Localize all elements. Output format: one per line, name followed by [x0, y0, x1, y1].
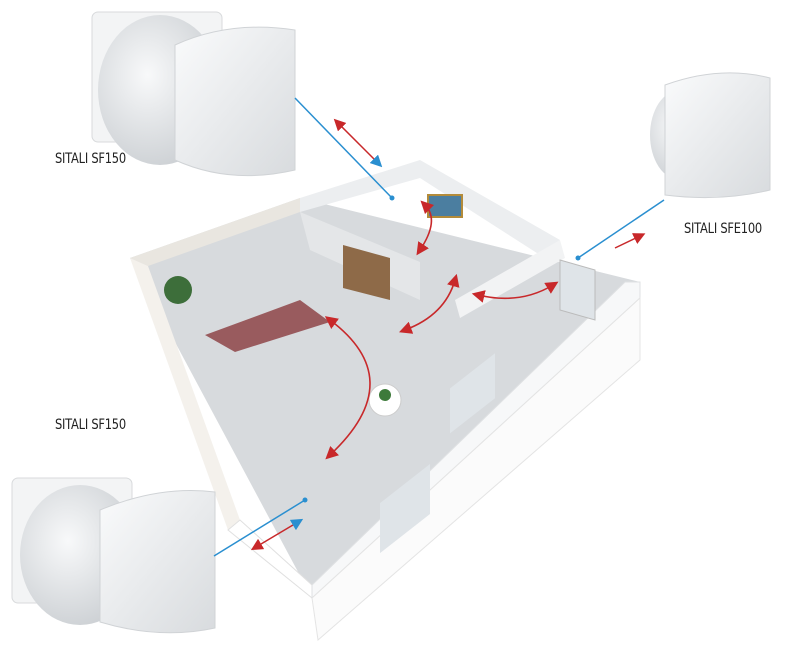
- bookshelf: [343, 245, 390, 300]
- left-back-wall: [130, 198, 300, 266]
- window-front-2: [450, 353, 495, 434]
- painting: [427, 194, 463, 218]
- sitali-sf150-bottom-device: [11, 477, 216, 634]
- sitali-sf150-top-device: [91, 11, 296, 177]
- internal-airflow-arrows: [324, 200, 559, 460]
- sitali-sfe100-device: [650, 72, 771, 199]
- left-outer-wall: [130, 258, 240, 530]
- label-sitali-sfe100: SITALI SFE100: [684, 221, 762, 237]
- label-sitali-sf150-top: SITALI SF150: [55, 151, 126, 167]
- window-bathroom: [559, 259, 596, 321]
- right-connection: [575, 199, 665, 261]
- front-wall-face: [311, 296, 641, 641]
- inner-wall-back: [300, 160, 560, 255]
- label-sitali-sf150-bottom: SITALI SF150: [55, 417, 126, 433]
- bottom-connection: [213, 497, 308, 557]
- living-room-rug: [205, 300, 330, 352]
- plant: [379, 389, 391, 401]
- top-connection: [294, 97, 395, 201]
- palm-plant: [164, 276, 192, 304]
- window-front-1: [380, 464, 430, 554]
